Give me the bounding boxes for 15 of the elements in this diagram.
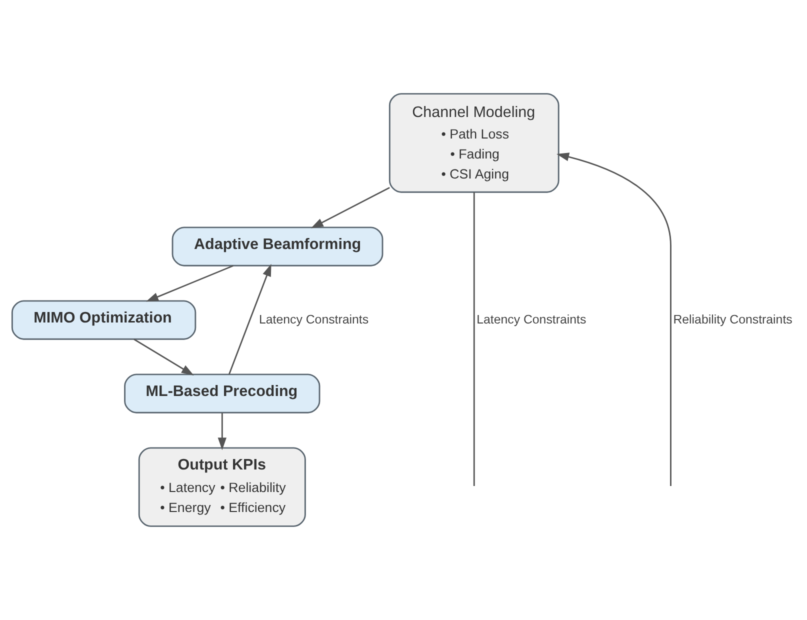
arrow bbox=[218, 413, 226, 450]
node-box: Adaptive Beamforming bbox=[172, 226, 384, 266]
node-box: ML-Based Precoding bbox=[124, 374, 320, 414]
edge-label: Reliability Constraints bbox=[673, 312, 792, 326]
edge-label: Latency Constraints bbox=[476, 312, 586, 326]
node-box: MIMO Optimization bbox=[11, 300, 196, 340]
arrow bbox=[556, 152, 672, 486]
edge-label: Latency Constraints bbox=[259, 312, 369, 326]
arrow bbox=[310, 186, 390, 228]
arrow bbox=[228, 264, 272, 375]
node-box: Channel Modeling • Path Loss • Fading • CSI Aging bbox=[388, 93, 560, 193]
arrow bbox=[146, 265, 234, 302]
arrow bbox=[134, 338, 194, 376]
connector bbox=[473, 192, 475, 486]
node-box: Output KPIs • Latency • Reliability • Energy • Efficiency bbox=[138, 447, 306, 527]
